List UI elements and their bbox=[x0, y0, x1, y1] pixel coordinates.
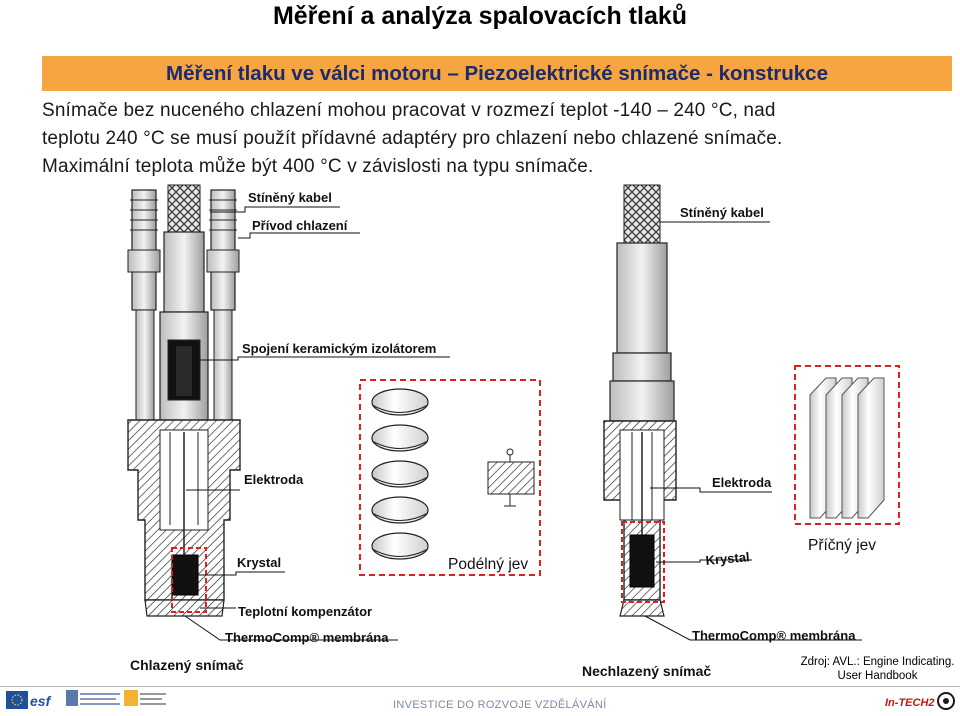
body-line-1: Snímače bez nuceného chlazení mohou prac… bbox=[42, 100, 776, 121]
eu-flag-icon bbox=[6, 691, 28, 709]
label-shielded-cable-left: Stíněný kabel bbox=[248, 190, 332, 205]
label-thermocomp-left: ThermoComp® membrána bbox=[225, 630, 389, 645]
label-longitudinal-effect: Podélný jev bbox=[448, 556, 528, 573]
body-line-2: teplotu 240 °C se musí použít přídavné a… bbox=[42, 128, 783, 149]
ministry-logo-icon bbox=[66, 690, 120, 706]
section-banner: Měření tlaku ve válci motoru – Piezoelek… bbox=[42, 56, 952, 91]
label-crystal-left: Krystal bbox=[237, 555, 281, 570]
gear-icon bbox=[937, 692, 955, 710]
intech2-logo: In-TECH2 bbox=[885, 697, 935, 709]
caption-cooled-sensor: Chlazený snímač bbox=[130, 657, 244, 673]
label-temp-compensator: Teplotní kompenzátor bbox=[238, 604, 372, 619]
caption-uncooled-sensor: Nechlazený snímač bbox=[582, 663, 711, 679]
source-citation: Zdroj: AVL.: Engine Indicating. User Han… bbox=[795, 655, 960, 683]
source-line-1: Zdroj: AVL.: Engine Indicating. bbox=[800, 656, 955, 668]
label-electrode-left: Elektroda bbox=[244, 472, 304, 487]
page-title: Měření a analýza spalovacích tlaků bbox=[272, 2, 688, 30]
cooled-sensor-labels: Stíněný kabel Přívod chlazení Spojení ke… bbox=[130, 190, 450, 673]
body-paragraph: Snímače bez nuceného chlazení mohou prac… bbox=[42, 97, 957, 181]
uncooled-sensor-drawing bbox=[603, 184, 677, 617]
label-cooling-inlet: Přívod chlazení bbox=[252, 218, 348, 233]
footer-text: INVESTICE DO ROZVOJE VZDĚLÁVÁNÍ bbox=[393, 699, 607, 711]
footer-divider bbox=[0, 686, 960, 687]
cooled-sensor-drawing bbox=[127, 184, 241, 617]
label-crystal-right: Krystal bbox=[705, 549, 750, 568]
footer-logo-right: In-TECH2 bbox=[885, 692, 955, 710]
label-thermocomp-right: ThermoComp® membrána bbox=[692, 628, 856, 643]
source-line-2: User Handbook bbox=[837, 670, 918, 682]
body-line-3: Maximální teplota může být 400 °C v závi… bbox=[42, 156, 594, 177]
longitudinal-effect-box: Podélný jev bbox=[359, 379, 541, 576]
label-shielded-cable-right: Stíněný kabel bbox=[680, 205, 764, 220]
footer-logos-left: esf bbox=[6, 690, 166, 709]
label-ceramic-joint: Spojení keramickým izolátorem bbox=[242, 341, 436, 356]
label-transverse-effect: Příčný jev bbox=[808, 537, 876, 554]
transverse-effect-box: Příčný jev bbox=[794, 365, 900, 554]
opvk-logo-icon bbox=[124, 690, 166, 706]
esf-logo: esf bbox=[30, 693, 52, 709]
uncooled-sensor-labels: Stíněný kabel Elektroda Krystal ThermoCo… bbox=[582, 205, 862, 679]
label-electrode-right: Elektroda bbox=[712, 475, 772, 490]
